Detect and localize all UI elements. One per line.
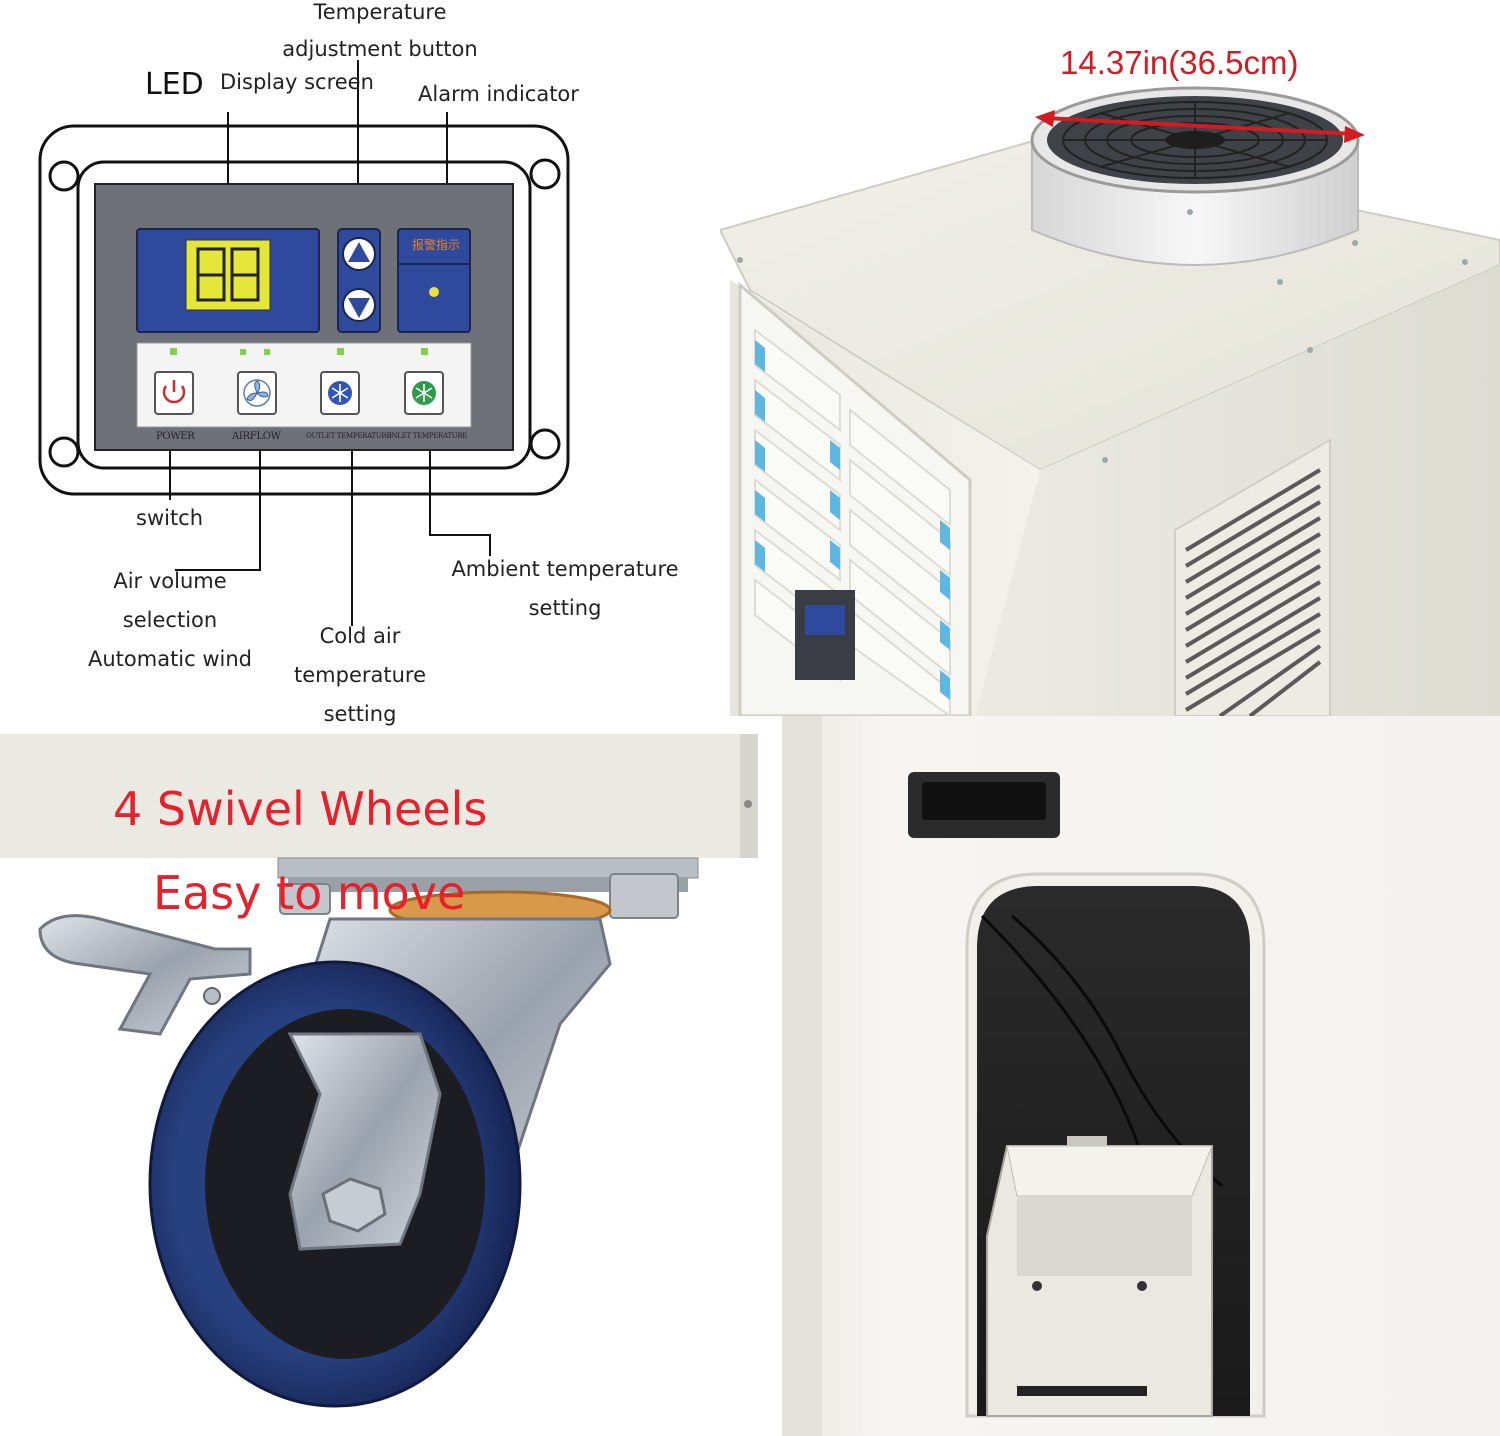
temperature-up-button: [342, 237, 376, 271]
temperature-adjust-label-2: adjustment button: [282, 37, 478, 61]
unit-drawing: [720, 86, 1500, 716]
outlet-temperature-caption: OUTLET TEMPERATURE: [306, 432, 392, 440]
ambient-temperature-label-2: setting: [528, 596, 602, 620]
power-caption: POWER: [156, 431, 195, 442]
inlet-temperature-button: [404, 371, 444, 415]
easy-to-move-headline: Easy to move: [153, 866, 466, 920]
mount-bolts: [279, 873, 679, 919]
swivel-wheel-photo: 4 Swivel Wheels Easy to move: [0, 734, 758, 1436]
swivel-wheel-drawing: [0, 734, 758, 1408]
air-volume-label-2: selection: [122, 608, 218, 632]
cold-air-label-1: Cold air: [319, 624, 401, 648]
panel-inner-frame: [76, 160, 532, 470]
led-label: LED: [145, 67, 204, 102]
alarm-box-text: 报警指示: [411, 238, 460, 252]
air-volume-label-1: Air volume: [113, 569, 227, 593]
display-screen-label: Display screen: [220, 70, 374, 94]
lcd-digits: [196, 247, 260, 302]
cold-air-label-2: temperature: [294, 663, 426, 687]
brake-lever: [38, 914, 252, 1036]
inlet-temperature-caption: INLET TEMPERATURE: [389, 432, 468, 440]
alarm-indicator-light: [429, 287, 439, 297]
side-vent-slots: [1184, 468, 1322, 716]
control-panel-drawing: [38, 60, 570, 626]
ambient-temperature-label-1: Ambient temperature: [451, 557, 679, 581]
top-leader-lines: [227, 60, 448, 184]
outlet-temperature-button: [320, 371, 360, 415]
swivel-wheels-headline: 4 Swivel Wheels: [113, 782, 488, 836]
storage-compartment-photo: [782, 716, 1500, 1436]
airflow-button: [237, 371, 277, 415]
screw-hole-bottom-left: [48, 436, 80, 468]
unit-top-photo: 14.37in(36.5cm): [720, 0, 1500, 716]
status-leds: [170, 348, 428, 355]
alarm-indicator-box: [397, 228, 471, 333]
axle-nut: [321, 1177, 387, 1233]
temperature-down-button: [342, 288, 376, 322]
dimension-arrow: [1035, 110, 1365, 143]
screw-hole-top-left: [48, 160, 80, 192]
cold-air-label-3: setting: [323, 702, 397, 726]
air-volume-label-3: Automatic wind: [87, 647, 253, 671]
airflow-caption: AIRFLOW: [232, 431, 281, 442]
control-panel-diagram: Temperature adjustment button LED Displa…: [0, 0, 720, 730]
bottom-leader-lines: [169, 450, 491, 626]
temperature-adjust-label-1: Temperature: [313, 0, 447, 24]
switch-label: switch: [136, 506, 204, 530]
panel-outer-frame: [38, 124, 570, 496]
fan-diameter-label: 14.37in(36.5cm): [1060, 44, 1299, 81]
power-button: [154, 371, 194, 415]
unit-right-face: [975, 265, 1500, 716]
unit-base: [0, 734, 758, 858]
storage-compartment-drawing: [782, 716, 1500, 1436]
screw-hole-top-right: [529, 158, 561, 190]
alarm-indicator-label: Alarm indicator: [418, 82, 579, 106]
screw-hole-bottom-right: [529, 428, 561, 460]
screws: [737, 209, 1468, 463]
